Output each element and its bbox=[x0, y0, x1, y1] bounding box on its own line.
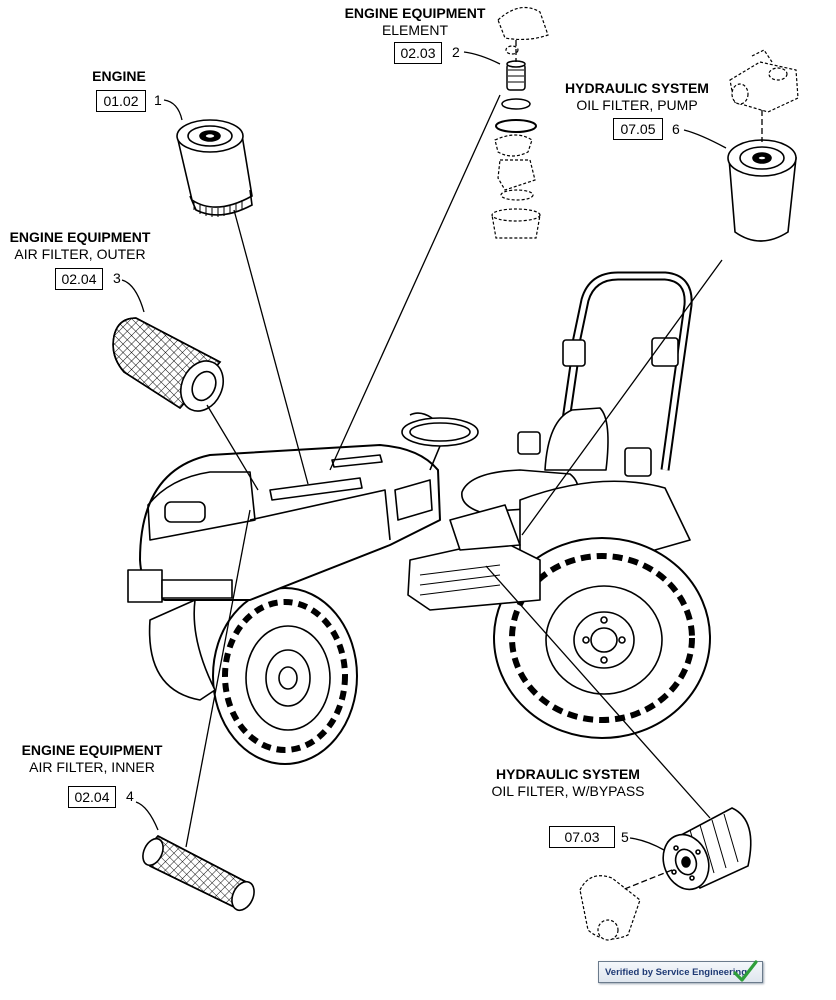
tractor-illustration bbox=[127, 271, 711, 765]
engine-oil-filter-drawing bbox=[176, 119, 253, 217]
element-assembly-drawing bbox=[491, 6, 549, 239]
item-number-6: 6 bbox=[672, 121, 680, 137]
title-text: HYDRAULIC SYSTEM bbox=[565, 80, 709, 96]
subtitle-text: AIR FILTER, INNER bbox=[29, 759, 155, 775]
leader-lines bbox=[121, 40, 763, 891]
item-number-4: 4 bbox=[126, 788, 134, 804]
callout-title-air-filter-outer: ENGINE EQUIPMENT AIR FILTER, OUTER bbox=[2, 229, 158, 263]
ref-box-element[interactable]: 02.03 bbox=[394, 42, 442, 64]
ref-box-air-filter-outer[interactable]: 02.04 bbox=[55, 268, 103, 290]
callout-title-engine: ENGINE bbox=[64, 68, 174, 85]
verified-badge: Verified by Service Engineering bbox=[598, 960, 763, 983]
callout-title-air-filter-inner: ENGINE EQUIPMENT AIR FILTER, INNER bbox=[14, 742, 170, 776]
title-text: HYDRAULIC SYSTEM bbox=[496, 766, 640, 782]
callout-title-element: ENGINE EQUIPMENT ELEMENT bbox=[330, 5, 500, 39]
subtitle-text: OIL FILTER, PUMP bbox=[576, 97, 698, 113]
callout-title-hydraulic-pump: HYDRAULIC SYSTEM OIL FILTER, PUMP bbox=[552, 80, 722, 114]
subtitle-text: AIR FILTER, OUTER bbox=[14, 246, 146, 262]
subtitle-text: ELEMENT bbox=[381, 22, 449, 38]
ref-box-hydraulic-bypass[interactable]: 07.03 bbox=[549, 826, 615, 848]
callout-title-hydraulic-bypass: HYDRAULIC SYSTEM OIL FILTER, W/BYPASS bbox=[478, 766, 658, 800]
hydraulic-bypass-filter-drawing bbox=[662, 807, 752, 891]
air-filter-inner-drawing bbox=[142, 835, 255, 912]
item-number-5: 5 bbox=[621, 829, 629, 845]
ref-box-hydraulic-pump[interactable]: 07.05 bbox=[613, 118, 663, 140]
title-text: ENGINE EQUIPMENT bbox=[9, 229, 151, 245]
filter-head-drawing bbox=[579, 875, 641, 941]
item-number-1: 1 bbox=[154, 92, 162, 108]
item-number-2: 2 bbox=[452, 44, 460, 60]
air-filter-outer-drawing bbox=[112, 317, 224, 412]
title-text: ENGINE EQUIPMENT bbox=[344, 5, 486, 21]
item-number-3: 3 bbox=[113, 270, 121, 286]
title-text: ENGINE EQUIPMENT bbox=[21, 742, 163, 758]
verified-badge-text: Verified by Service Engineering bbox=[605, 967, 748, 978]
title-text: ENGINE bbox=[92, 68, 146, 84]
hydraulic-pump-filter-drawing bbox=[727, 139, 797, 242]
ref-box-engine[interactable]: 01.02 bbox=[96, 90, 146, 112]
ref-box-air-filter-inner[interactable]: 02.04 bbox=[68, 786, 116, 808]
subtitle-text: OIL FILTER, W/BYPASS bbox=[491, 783, 645, 799]
check-icon bbox=[733, 960, 758, 982]
pump-head-drawing bbox=[729, 49, 799, 113]
element-cartridge-drawing bbox=[495, 60, 537, 133]
